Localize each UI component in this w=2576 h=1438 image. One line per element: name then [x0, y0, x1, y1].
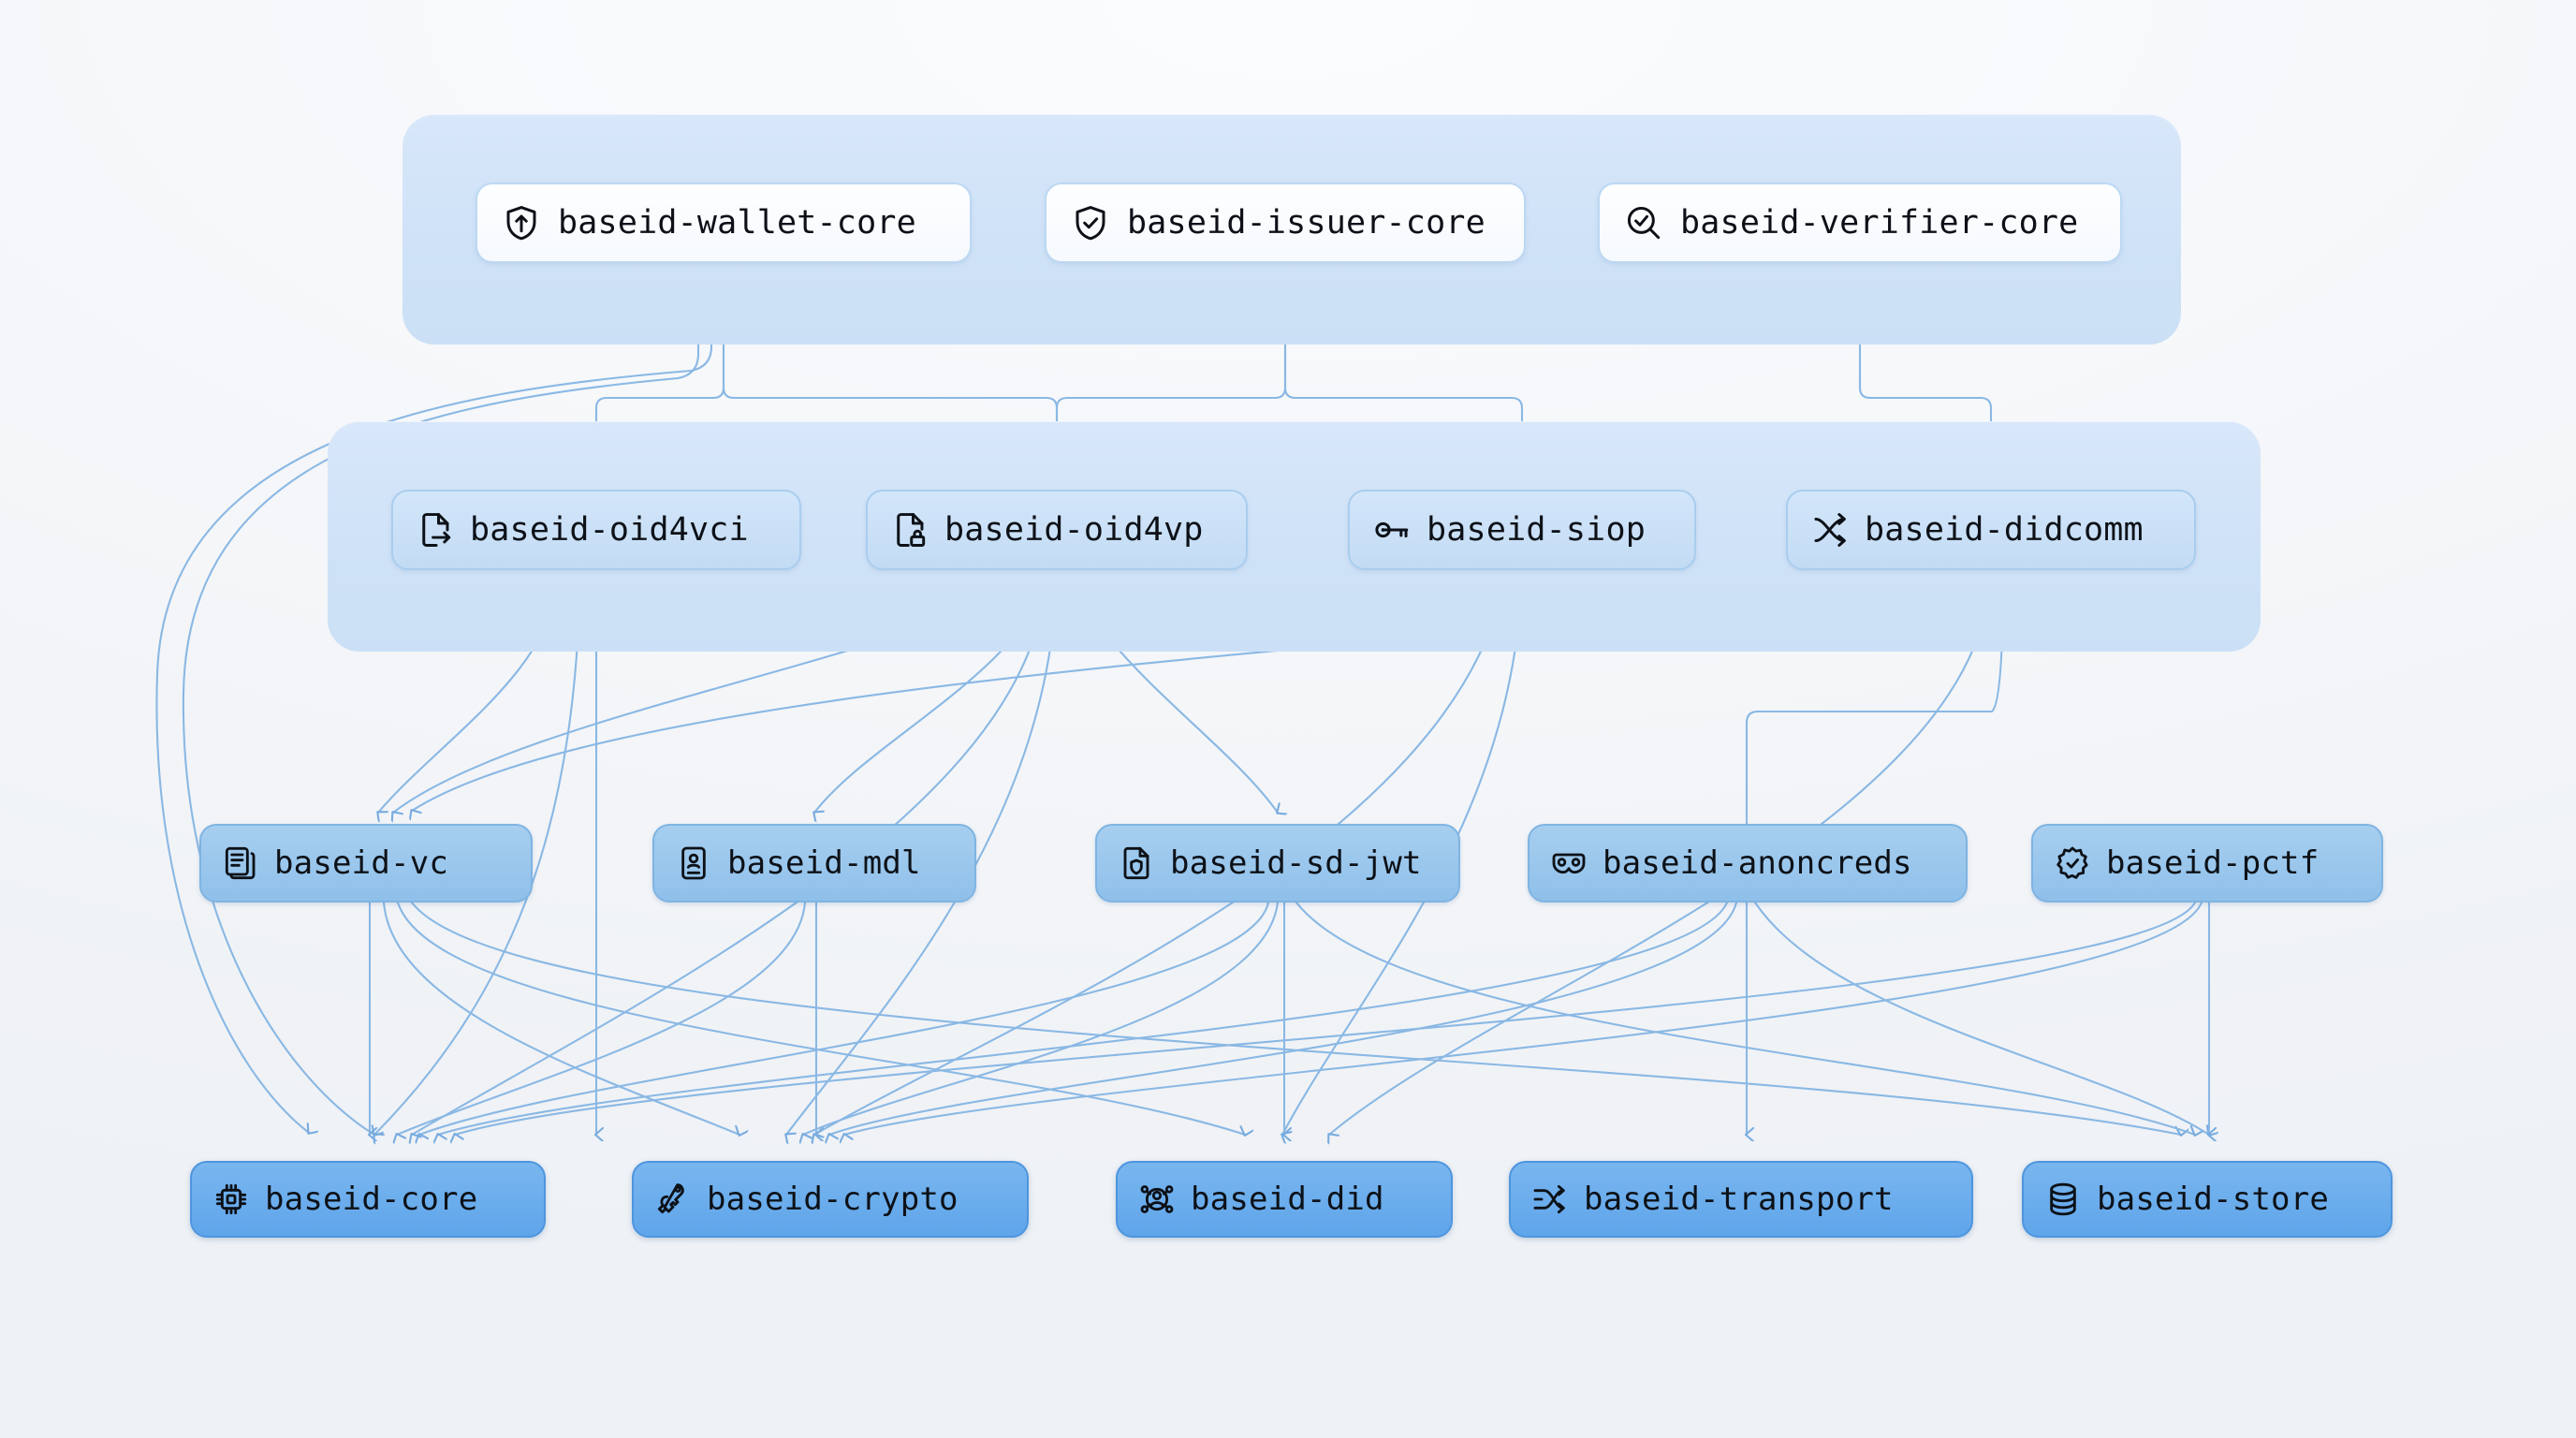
- node-baseid-transport[interactable]: baseid-transport: [1509, 1161, 1973, 1238]
- node-label: baseid-anoncreds: [1603, 844, 1912, 882]
- node-label: baseid-oid4vci: [470, 511, 749, 549]
- id-card-icon: [675, 844, 712, 882]
- transport-icon: [1531, 1181, 1569, 1218]
- documents-icon: [222, 844, 259, 882]
- node-baseid-oid4vp[interactable]: baseid-oid4vp: [866, 490, 1248, 570]
- gear-check-icon: [2054, 844, 2091, 882]
- node-label: baseid-siop: [1427, 511, 1646, 549]
- node-baseid-oid4vci[interactable]: baseid-oid4vci: [391, 490, 801, 570]
- node-label: baseid-crypto: [707, 1181, 959, 1218]
- key-icon: [1372, 510, 1412, 550]
- shuffle-icon: [1810, 510, 1850, 550]
- node-baseid-anoncreds[interactable]: baseid-anoncreds: [1528, 824, 1968, 902]
- node-baseid-verifier-core[interactable]: baseid-verifier-core: [1598, 183, 2122, 263]
- node-baseid-sd-jwt[interactable]: baseid-sd-jwt: [1095, 824, 1460, 902]
- edge-anoncreds-to-store: [1753, 901, 2209, 1135]
- shield-check-icon: [1071, 203, 1110, 242]
- file-lock-icon: [890, 510, 929, 550]
- node-label: baseid-vc: [274, 844, 449, 882]
- edge-wallet-core-to-core: [155, 261, 713, 1133]
- edge-sd-jwt-to-store: [1295, 901, 2195, 1135]
- edge-anoncreds-to-crypto: [829, 901, 1738, 1135]
- edge-sd-jwt-to-core: [419, 901, 1270, 1135]
- edge-sd-jwt-to-crypto: [803, 901, 1280, 1135]
- node-label: baseid-verifier-core: [1680, 204, 2079, 242]
- node-baseid-did[interactable]: baseid-did: [1116, 1161, 1453, 1238]
- database-icon: [2044, 1181, 2082, 1218]
- node-label: baseid-store: [2097, 1181, 2330, 1218]
- node-label: baseid-sd-jwt: [1170, 844, 1422, 882]
- node-label: baseid-transport: [1584, 1181, 1894, 1218]
- node-label: baseid-issuer-core: [1127, 204, 1486, 242]
- node-baseid-didcomm[interactable]: baseid-didcomm: [1786, 490, 2196, 570]
- edge-wallet-core-to-crypto: [182, 261, 700, 1135]
- node-baseid-wallet-core[interactable]: baseid-wallet-core: [476, 183, 972, 263]
- node-baseid-issuer-core[interactable]: baseid-issuer-core: [1045, 183, 1526, 263]
- mask-icon: [1550, 844, 1588, 882]
- node-label: baseid-did: [1191, 1181, 1384, 1218]
- did-network-icon: [1138, 1181, 1176, 1218]
- node-baseid-core[interactable]: baseid-core: [190, 1161, 546, 1238]
- node-baseid-vc[interactable]: baseid-vc: [199, 824, 533, 902]
- edge-pctf-to-core: [455, 901, 2197, 1135]
- node-label: baseid-core: [265, 1181, 478, 1218]
- shield-up-arrow-icon: [502, 203, 541, 242]
- magnifier-check-icon: [1624, 203, 1663, 242]
- node-baseid-store[interactable]: baseid-store: [2022, 1161, 2393, 1238]
- node-label: baseid-mdl: [727, 844, 921, 882]
- node-baseid-pctf[interactable]: baseid-pctf: [2031, 824, 2383, 902]
- edge-vc-to-crypto: [382, 901, 739, 1135]
- edge-vc-to-store: [410, 901, 2181, 1135]
- edge-vc-to-did: [396, 901, 1245, 1135]
- node-label: baseid-oid4vp: [944, 511, 1204, 549]
- node-label: baseid-pctf: [2106, 844, 2320, 882]
- file-shield-icon: [1118, 844, 1155, 882]
- edge-mdl-to-core: [397, 901, 807, 1135]
- keys-icon: [654, 1181, 692, 1218]
- node-baseid-mdl[interactable]: baseid-mdl: [652, 824, 976, 902]
- node-label: baseid-didcomm: [1865, 511, 2144, 549]
- edge-anoncreds-to-core: [438, 901, 1729, 1135]
- node-baseid-siop[interactable]: baseid-siop: [1348, 490, 1696, 570]
- cpu-chip-icon: [212, 1181, 250, 1218]
- edge-pctf-to-crypto: [844, 901, 2203, 1135]
- node-label: baseid-wallet-core: [558, 204, 916, 242]
- file-export-icon: [416, 510, 455, 550]
- node-baseid-crypto[interactable]: baseid-crypto: [632, 1161, 1029, 1238]
